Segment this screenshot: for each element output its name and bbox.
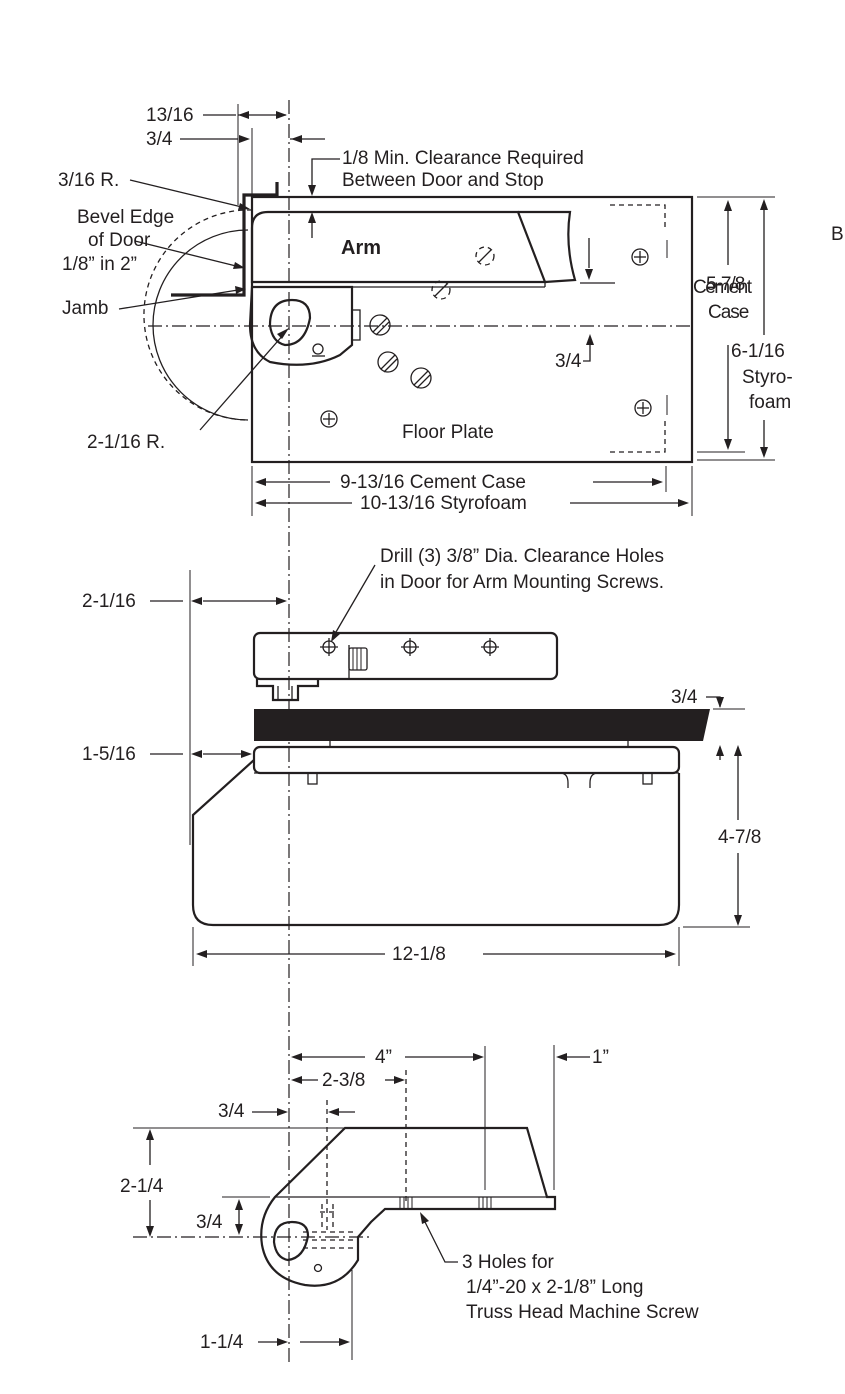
jamb-label: Jamb: [62, 298, 108, 319]
arm-screw-dashed-1: [475, 246, 495, 266]
plan-view: 13/16 3/4 1/8 Min. Clearance Required Be…: [58, 104, 844, 516]
bevel-label-line3: 1/8” in 2”: [62, 254, 137, 275]
dim-2-3-8-label: 2-3/8: [322, 1070, 365, 1091]
anchor-hole-icon: [631, 248, 649, 266]
dim-2-1-4-label: 2-1/4: [120, 1176, 164, 1197]
arm-screw-dashed-2: [431, 280, 451, 300]
cement-case-outline: [250, 195, 694, 464]
drill-note-line1: Drill (3) 3/8” Dia. Clearance Holes: [380, 546, 664, 567]
clearance-hole-icon: [481, 638, 499, 656]
arm-outline: [250, 210, 547, 284]
radius-2-1-16-label: 2-1/16 R.: [87, 432, 165, 453]
dim-3-4-detail-side-label: 3/4: [196, 1212, 223, 1233]
radius-3-16-label: 3/16 R.: [58, 170, 119, 191]
plan-view-side-dims: Cement Case 6-1/16 Styro- foam: [693, 277, 793, 413]
clearance-note-line2: Between Door and Stop: [342, 170, 544, 191]
bevel-label-line1: Bevel Edge: [77, 207, 174, 228]
floor-plate-label: Floor Plate: [402, 422, 494, 443]
hatched-screw-2: [377, 351, 399, 373]
holes-note-line3: Truss Head Machine Screw: [466, 1302, 699, 1323]
clearance-hole-icon: [401, 638, 419, 656]
threaded-hole-icon: [478, 1197, 492, 1209]
threaded-hole-icon: [399, 1197, 413, 1209]
arm-elevation: [252, 631, 559, 681]
cement-case-height-word2: Case: [708, 302, 749, 323]
dim-2-1-16-elev-label: 2-1/16: [82, 591, 136, 612]
styrofoam-height-2: Styro-: [742, 367, 793, 388]
edge-letter: B: [831, 224, 844, 245]
dim-4-label: 4”: [375, 1047, 392, 1068]
dim-1-1-4-label: 1-1/4: [200, 1332, 244, 1353]
cover-plate: [252, 745, 681, 775]
holes-note-line2: 1/4”-20 x 2-1/8” Long: [466, 1277, 643, 1298]
case-body-elevation: [191, 759, 681, 927]
anchor-hole-icon: [320, 410, 338, 428]
cement-case-height-1: 5-7/8: [706, 274, 745, 295]
dim-12-1-8-label: 12-1/8: [392, 944, 446, 965]
pivot-cam-detail: [272, 1220, 310, 1262]
dim-3-4-elev-label: 3/4: [671, 687, 698, 708]
styrofoam-height-1: 6-1/16: [731, 341, 785, 362]
arm-detail-outline: [260, 1126, 557, 1287]
styrofoam-height-3: foam: [749, 392, 791, 413]
anchor-hole-icon: [634, 399, 652, 417]
hatched-screw-1: [369, 314, 391, 336]
door-section: [254, 709, 710, 741]
jamb-profile: [171, 182, 279, 297]
dim-4-7-8-label: 4-7/8: [718, 827, 761, 848]
arm-label: Arm: [341, 237, 381, 259]
bevel-label-line2: of Door: [88, 230, 151, 251]
clearance-note-line1: 1/8 Min. Clearance Required: [342, 148, 584, 169]
dim-3-4-top-label: 3/4: [146, 129, 173, 150]
elevation-view: Drill (3) 3/8” Dia. Clearance Holes in D…: [82, 546, 761, 966]
arm-detail-view: 4” 1” 2-3/8 3/4 2-1/4 3/4: [120, 1045, 699, 1360]
pivot-cam: [268, 298, 312, 347]
dim-3-4-detail-top-label: 3/4: [218, 1101, 245, 1122]
dim-1-5-16-label: 1-5/16: [82, 744, 136, 765]
pivot-housing: [248, 285, 354, 366]
cement-case-width-label: 9-13/16 Cement Case: [340, 472, 526, 493]
styrofoam-width-label: 10-13/16 Styrofoam: [360, 493, 527, 514]
drill-note-line2: in Door for Arm Mounting Screws.: [380, 572, 664, 593]
dim-1-label: 1”: [592, 1047, 609, 1068]
dim-3-4-mid-label: 3/4: [555, 351, 582, 372]
hatched-screw-3: [410, 367, 432, 389]
clearance-hole-icon: [320, 638, 338, 656]
dim-13-16-label: 13/16: [146, 105, 194, 126]
holes-note-line1: 3 Holes for: [462, 1252, 555, 1273]
cement-case-height-word: Cement: [693, 277, 753, 298]
